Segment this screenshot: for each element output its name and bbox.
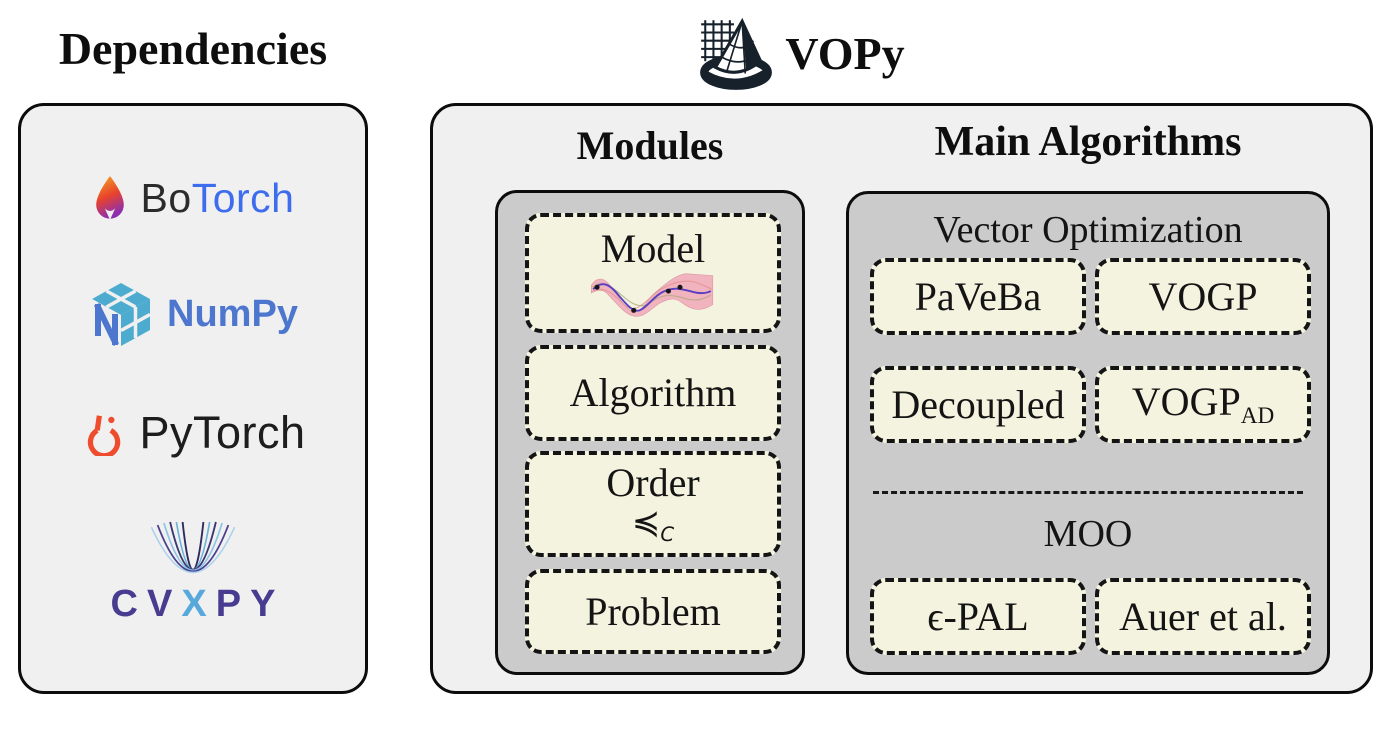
algorithm-vogp-ad-box: VOGPAD <box>1095 366 1311 443</box>
epsilon-pal-label: ϵ-PAL <box>927 593 1029 639</box>
pytorch-wordmark: PyTorch <box>139 406 306 458</box>
module-algorithm-label: Algorithm <box>569 370 737 415</box>
pytorch-flame-icon <box>88 415 121 456</box>
cvxpy-wordmark: CVXPY <box>111 583 285 626</box>
algorithm-decoupled-box: Decoupled <box>870 366 1086 443</box>
cvxpy-curves-icon <box>150 522 236 574</box>
paveba-label: PaVeBa <box>914 273 1042 319</box>
gp-plot-illustration <box>590 273 714 317</box>
botorch-text-bo: Bo <box>140 174 192 221</box>
module-algorithm-box: Algorithm <box>525 345 781 441</box>
module-problem-label: Problem <box>585 588 721 634</box>
moo-label: MOO <box>1043 513 1133 555</box>
algorithm-epsilon-pal-box: ϵ-PAL <box>870 578 1086 655</box>
botorch-wordmark: BoTorch <box>141 175 295 222</box>
modules-title: Modules <box>576 123 724 168</box>
module-problem-box: Problem <box>525 569 781 654</box>
botorch-text-torch: Torch <box>191 174 295 221</box>
decoupled-label: Decoupled <box>891 381 1065 427</box>
auer-label: Auer et al. <box>1119 593 1287 639</box>
main-algorithms-group-box: Vector Optimization PaVeBa VOGP Decouple… <box>846 191 1330 675</box>
cvxpy-logo: CVXPY <box>102 517 285 626</box>
algorithm-paveba-box: PaVeBa <box>870 258 1086 335</box>
pytorch-logo: PyTorch <box>80 407 305 459</box>
vogp-ad-subscript: AD <box>1240 402 1275 429</box>
algorithm-vogp-box: VOGP <box>1095 258 1311 335</box>
section-divider <box>873 491 1303 494</box>
cvxpy-letter-c: C <box>110 583 147 626</box>
module-model-label: Model <box>600 226 706 271</box>
preceq-subscript: C <box>660 523 675 547</box>
cvxpy-letter-p: P <box>215 583 251 626</box>
vogp-ad-base: VOGP <box>1131 378 1241 424</box>
module-model-box: Model <box>525 213 781 333</box>
vopy-cone-icon <box>700 17 773 90</box>
numpy-cube-icon <box>92 283 151 347</box>
main-algorithms-title: Main Algorithms <box>934 119 1242 165</box>
module-order-box: Order ≼C <box>525 451 781 557</box>
dependencies-panel: BoTorch <box>18 103 368 694</box>
numpy-wordmark: NumPy <box>167 292 298 335</box>
vogp-ad-label: VOGPAD <box>1131 378 1275 429</box>
numpy-logo: NumPy <box>88 280 298 348</box>
modules-group-box: Model Algorithm Order ≼C <box>495 190 805 675</box>
botorch-flame-icon <box>95 176 124 220</box>
vopy-header: VOPy <box>620 10 980 96</box>
vector-optimization-label: Vector Optimization <box>933 209 1243 251</box>
vopy-title: VOPy <box>785 27 905 79</box>
algorithm-auer-box: Auer et al. <box>1095 578 1311 655</box>
cvxpy-letter-x: X <box>181 583 216 626</box>
dependencies-title: Dependencies <box>58 23 328 74</box>
cvxpy-letter-v: V <box>147 583 182 626</box>
botorch-logo: BoTorch <box>92 175 295 222</box>
order-cone-symbol: ≼C <box>631 503 675 547</box>
vopy-panel: Modules Main Algorithms Model Algori <box>430 103 1373 694</box>
preceq-symbol: ≼ <box>631 503 661 544</box>
cvxpy-letter-y: Y <box>250 583 285 626</box>
vogp-label: VOGP <box>1148 273 1258 319</box>
module-order-label: Order <box>606 460 700 506</box>
